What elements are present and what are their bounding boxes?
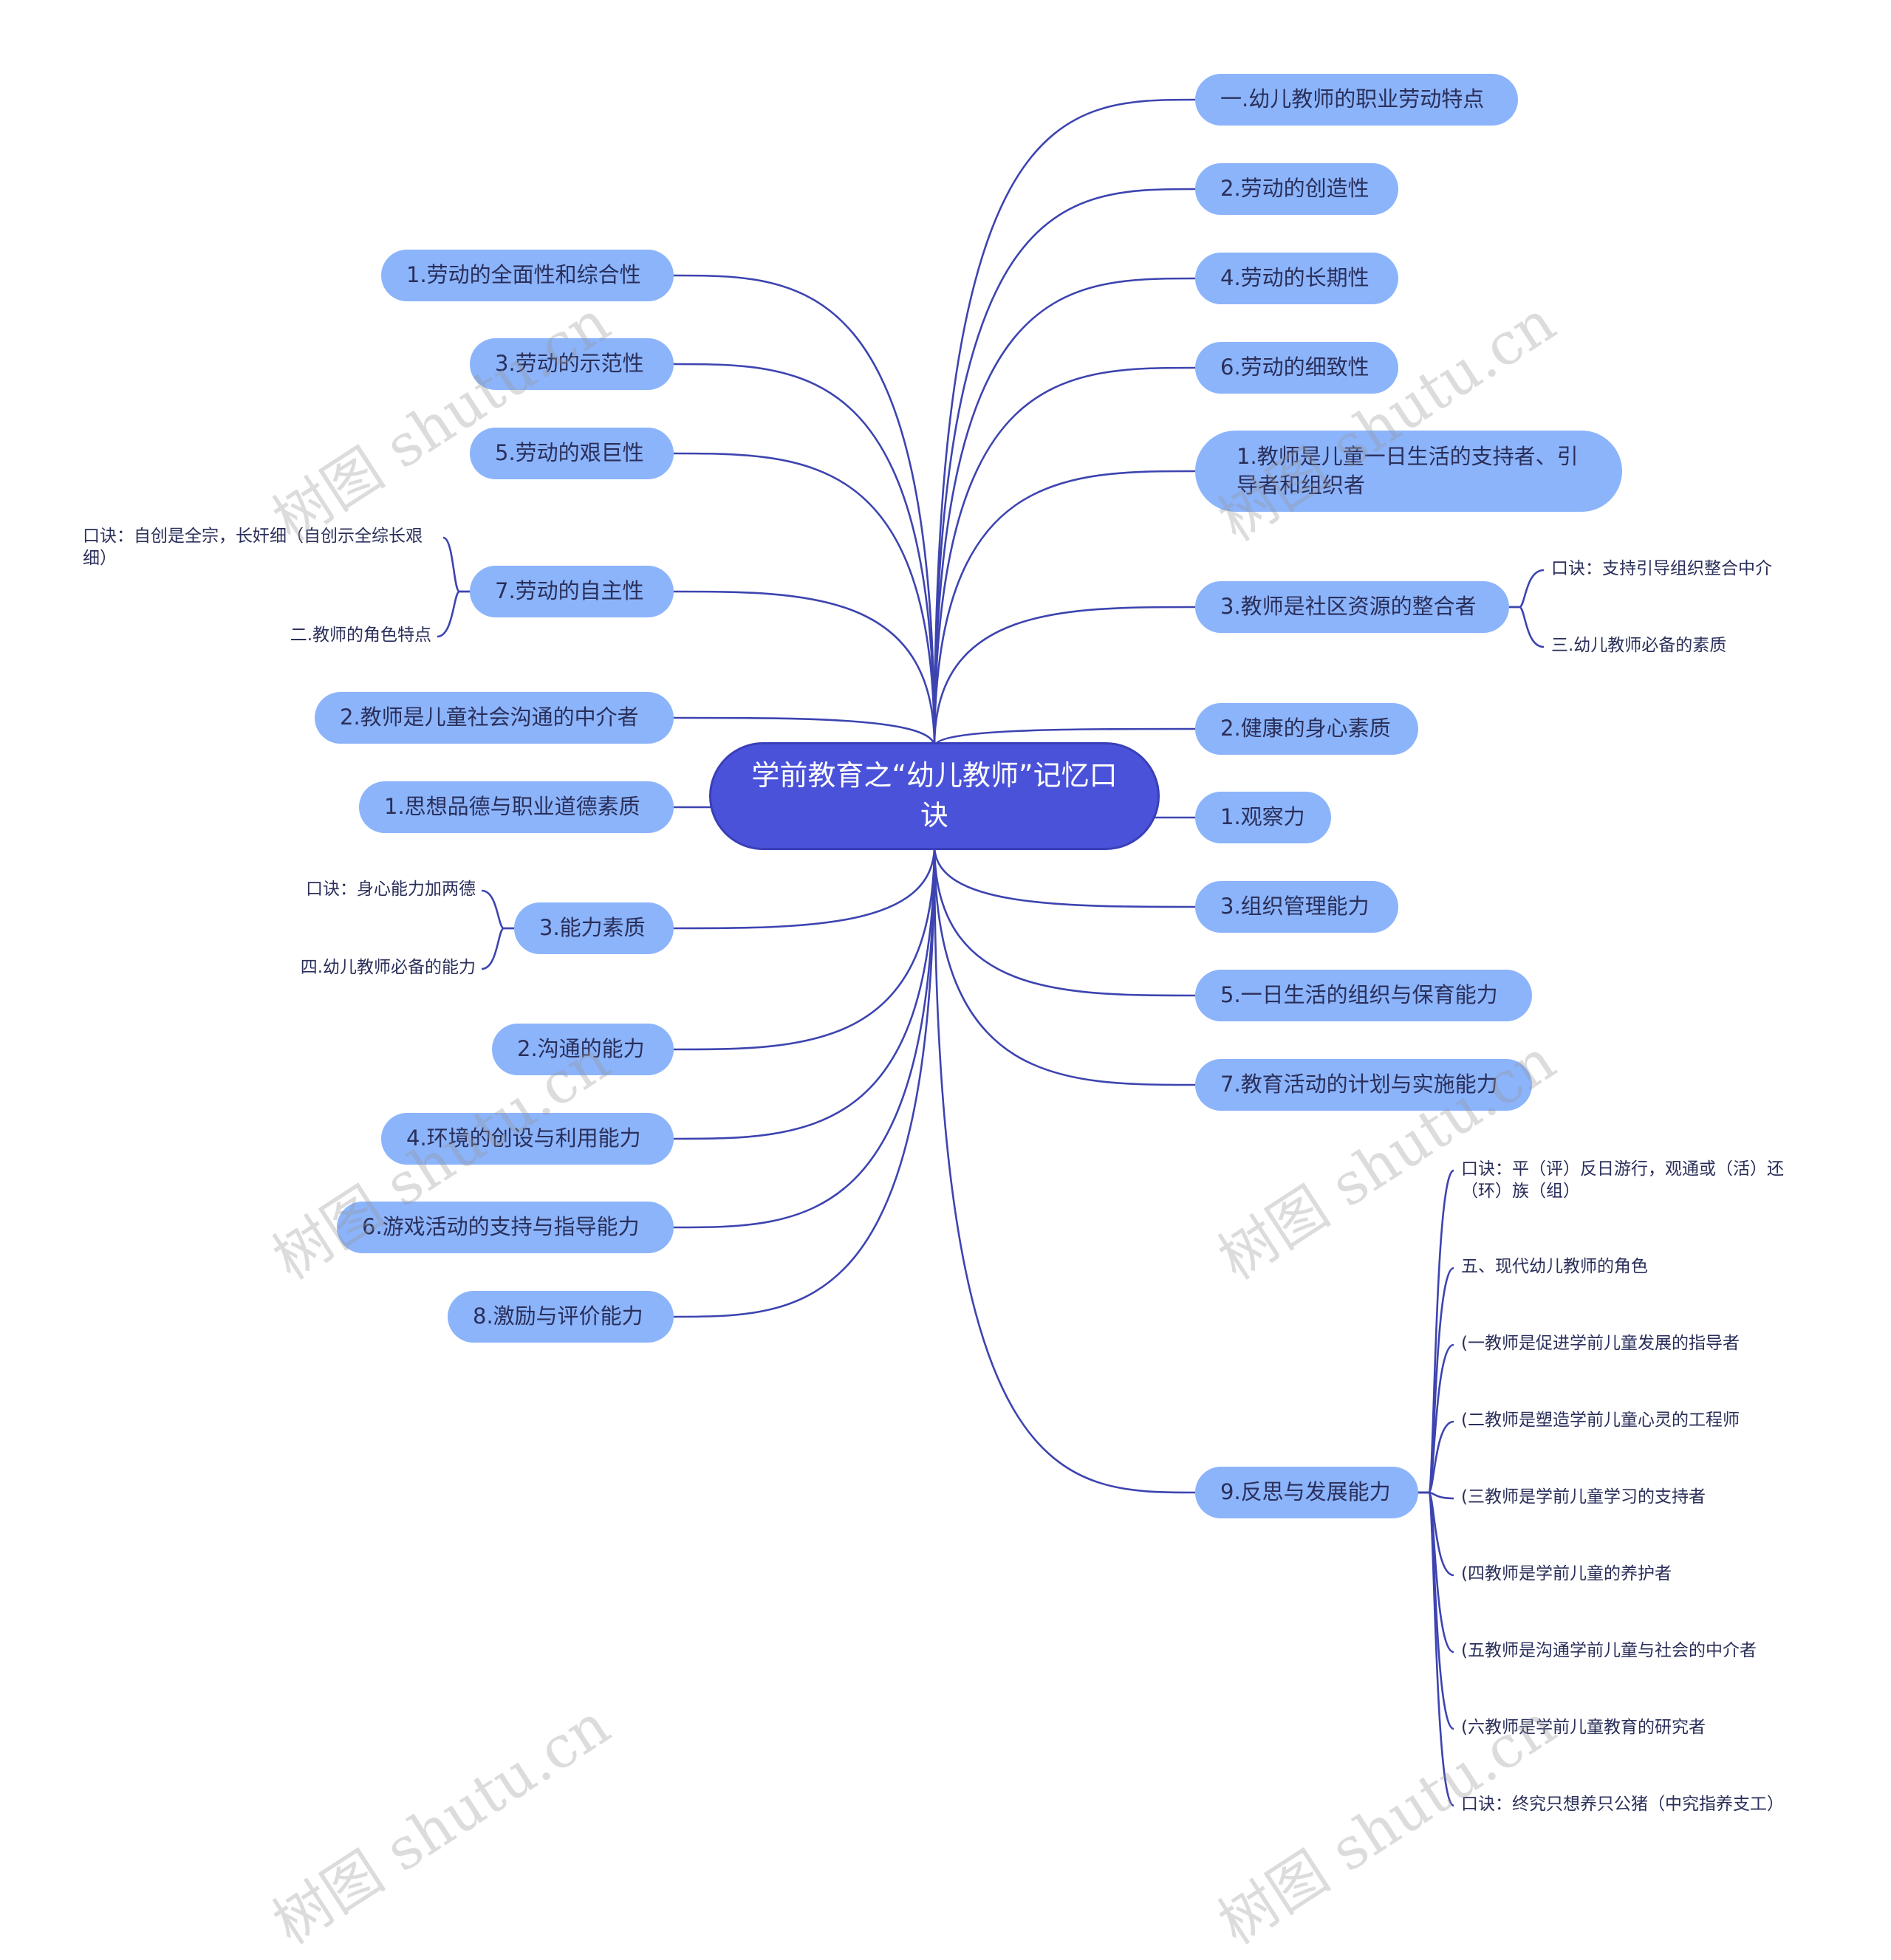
branch-link (933, 470, 1196, 747)
section-four-abilities: 四.幼儿教师必备的能力 (300, 958, 476, 977)
topic-daily-life-supporter[interactable]: 1.教师是儿童一日生活的支持者、引导者和组织者 (1195, 431, 1622, 512)
topic-game-guidance[interactable]: 6.游戏活动的支持与指导能力 (337, 1202, 674, 1253)
topic-comprehensive[interactable]: 1.劳动的全面性和综合性 (381, 250, 674, 301)
branch-link (933, 366, 1196, 747)
topic-exemplary[interactable]: 3.劳动的示范性 (470, 338, 674, 390)
branch-link (933, 277, 1196, 747)
branch-link (933, 98, 1196, 747)
branch-link (933, 188, 1196, 747)
leaf-link (437, 590, 470, 638)
section-five-roles: 五、现代幼儿教师的角色 (1461, 1257, 1648, 1276)
topic-motivation-evaluation[interactable]: 8.激励与评价能力 (448, 1291, 674, 1343)
mnemonic-community: 口诀：支持引导组织整合中介 (1551, 559, 1772, 578)
mnemonic-abilities: 口诀：平（评）反日游行，观通或（活）还（环）族（组） (1461, 1159, 1784, 1201)
leaf-link (1418, 1343, 1454, 1494)
topic-long-term[interactable]: 4.劳动的长期性 (1195, 253, 1398, 304)
branch-link (673, 363, 936, 747)
topic-moral-quality[interactable]: 1.思想品德与职业道德素质 (359, 781, 674, 833)
role-caretaker: (四教师是学前儿童的养护者 (1461, 1564, 1672, 1583)
connector-lines (437, 98, 1545, 1807)
mnemonic-roles: 口诀：终究只想养只公猪（中究指养支工） (1461, 1795, 1784, 1814)
branch-link (673, 845, 936, 1229)
branch-link (933, 845, 1196, 908)
branch-link (673, 452, 936, 747)
topic-creativity[interactable]: 2.劳动的创造性 (1195, 163, 1398, 215)
branch-link (933, 845, 1196, 1494)
topic-meticulous[interactable]: 6.劳动的细致性 (1195, 342, 1398, 394)
topic-autonomy[interactable]: 7.劳动的自主性 (470, 566, 674, 617)
topic-environment[interactable]: 4.环境的创设与利用能力 (381, 1113, 674, 1165)
topic-daily-care[interactable]: 5.一日生活的组织与保育能力 (1195, 970, 1532, 1021)
section-three-qualities: 三.幼儿教师必备的素质 (1551, 636, 1727, 655)
branch-link (673, 274, 936, 747)
role-soul-engineer: (二教师是塑造学前儿童心灵的工程师 (1461, 1411, 1740, 1430)
topic-ability-quality[interactable]: 3.能力素质 (514, 902, 674, 954)
branch-link (933, 845, 1196, 1086)
mnemonic-qualities: 口诀：身心能力加两德 (306, 880, 476, 899)
topic-physical-mental-health[interactable]: 2.健康的身心素质 (1195, 703, 1418, 755)
leaf-link (481, 927, 514, 970)
leaf-link (1418, 1491, 1454, 1807)
leaf-link (481, 889, 514, 930)
leaf-link (1509, 606, 1545, 648)
role-researcher: (六教师是学前儿童教育的研究者 (1461, 1718, 1706, 1737)
branch-link (933, 727, 1196, 747)
topic-job-features[interactable]: 一.幼儿教师的职业劳动特点 (1195, 74, 1518, 126)
leaf-link (442, 536, 470, 593)
topic-reflection-development[interactable]: 9.反思与发展能力 (1195, 1467, 1418, 1518)
topic-social-mediator[interactable]: 2.教师是儿童社会沟通的中介者 (315, 692, 674, 744)
leaf-link (1509, 569, 1545, 609)
branch-link (933, 606, 1196, 747)
role-learning-supporter: (三教师是学前儿童学习的支持者 (1461, 1487, 1706, 1507)
topic-arduous[interactable]: 5.劳动的艰巨性 (470, 428, 674, 479)
branch-link (673, 590, 936, 747)
branch-link (673, 845, 936, 930)
branch-link (673, 845, 936, 1051)
role-social-mediator: (五教师是沟通学前儿童与社会的中介者 (1461, 1641, 1757, 1660)
section-two-role-features: 二.教师的角色特点 (290, 626, 431, 645)
branch-link (673, 845, 936, 1140)
branch-link (933, 845, 1196, 997)
branch-link (673, 845, 936, 1318)
topic-activity-planning[interactable]: 7.教育活动的计划与实施能力 (1195, 1059, 1532, 1111)
root-topic[interactable]: 学前教育之“幼儿教师”记忆口诀 (709, 742, 1160, 850)
topic-community-integrator[interactable]: 3.教师是社区资源的整合者 (1195, 581, 1509, 633)
leaf-link (1418, 1169, 1455, 1494)
role-development-guide: (一教师是促进学前儿童发展的指导者 (1461, 1334, 1740, 1353)
mnemonic-labor-features: 口诀：自创是全宗，长奸细（自创示全综长艰细） (83, 527, 423, 568)
topic-communication[interactable]: 2.沟通的能力 (492, 1024, 674, 1075)
branch-link (673, 716, 936, 747)
topic-organization-management[interactable]: 3.组织管理能力 (1195, 881, 1398, 933)
topic-observation[interactable]: 1.观察力 (1195, 792, 1331, 843)
